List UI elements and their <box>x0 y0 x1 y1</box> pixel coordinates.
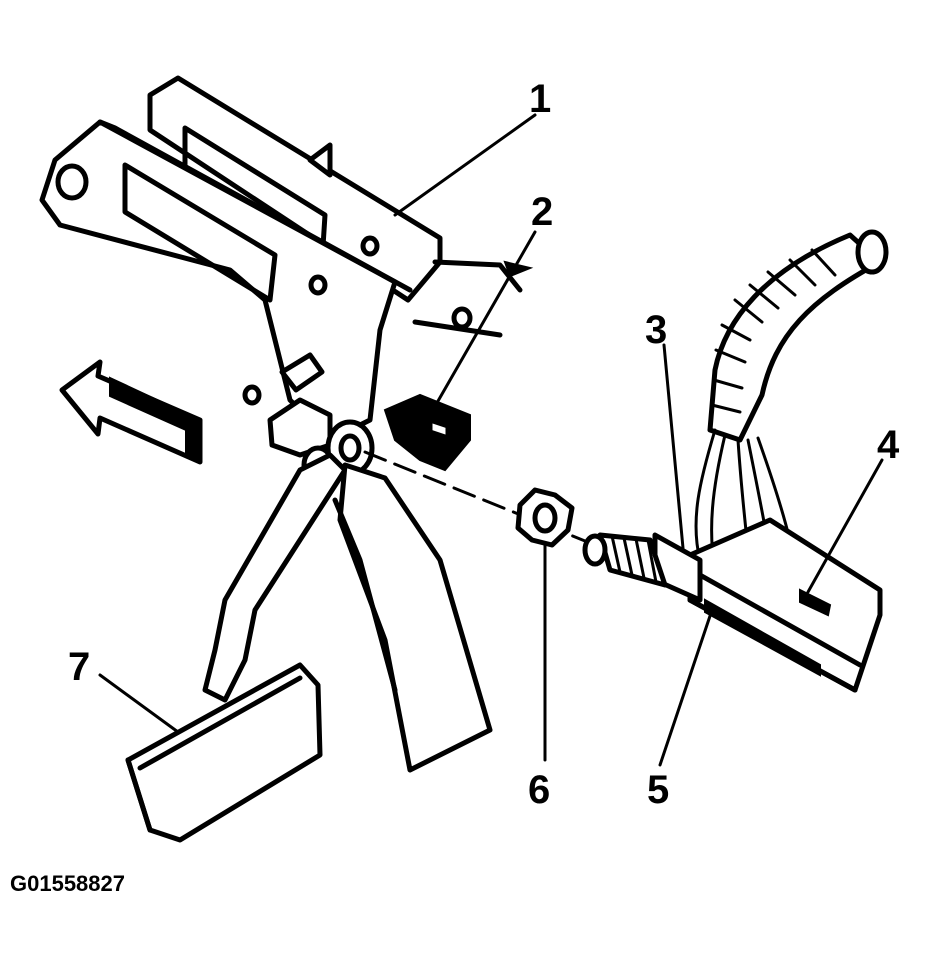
retaining-clip <box>383 393 471 472</box>
callout-2: 2 <box>531 190 553 234</box>
wiring-harness <box>694 229 889 597</box>
leader-2 <box>428 230 537 417</box>
leader-lines <box>98 113 884 767</box>
figure-id: G01558827 <box>10 871 125 896</box>
pedal-bracket <box>39 75 534 485</box>
leader-1 <box>393 113 537 217</box>
leader-3 <box>662 343 685 550</box>
callout-3: 3 <box>645 308 667 352</box>
callout-5: 5 <box>647 768 669 812</box>
leader-4 <box>806 458 884 594</box>
forward-arrow-icon <box>59 359 203 465</box>
stoplamp-switch <box>582 517 883 693</box>
callout-labels: 1 2 3 4 5 6 7 <box>68 77 900 812</box>
callout-1: 1 <box>529 77 551 121</box>
leader-5 <box>658 608 714 767</box>
callout-6: 6 <box>528 768 550 812</box>
callout-4: 4 <box>877 423 900 467</box>
retainer-nut <box>515 487 575 548</box>
brake-pedal <box>125 452 493 843</box>
callout-7: 7 <box>68 645 90 689</box>
leader-7 <box>98 673 180 734</box>
